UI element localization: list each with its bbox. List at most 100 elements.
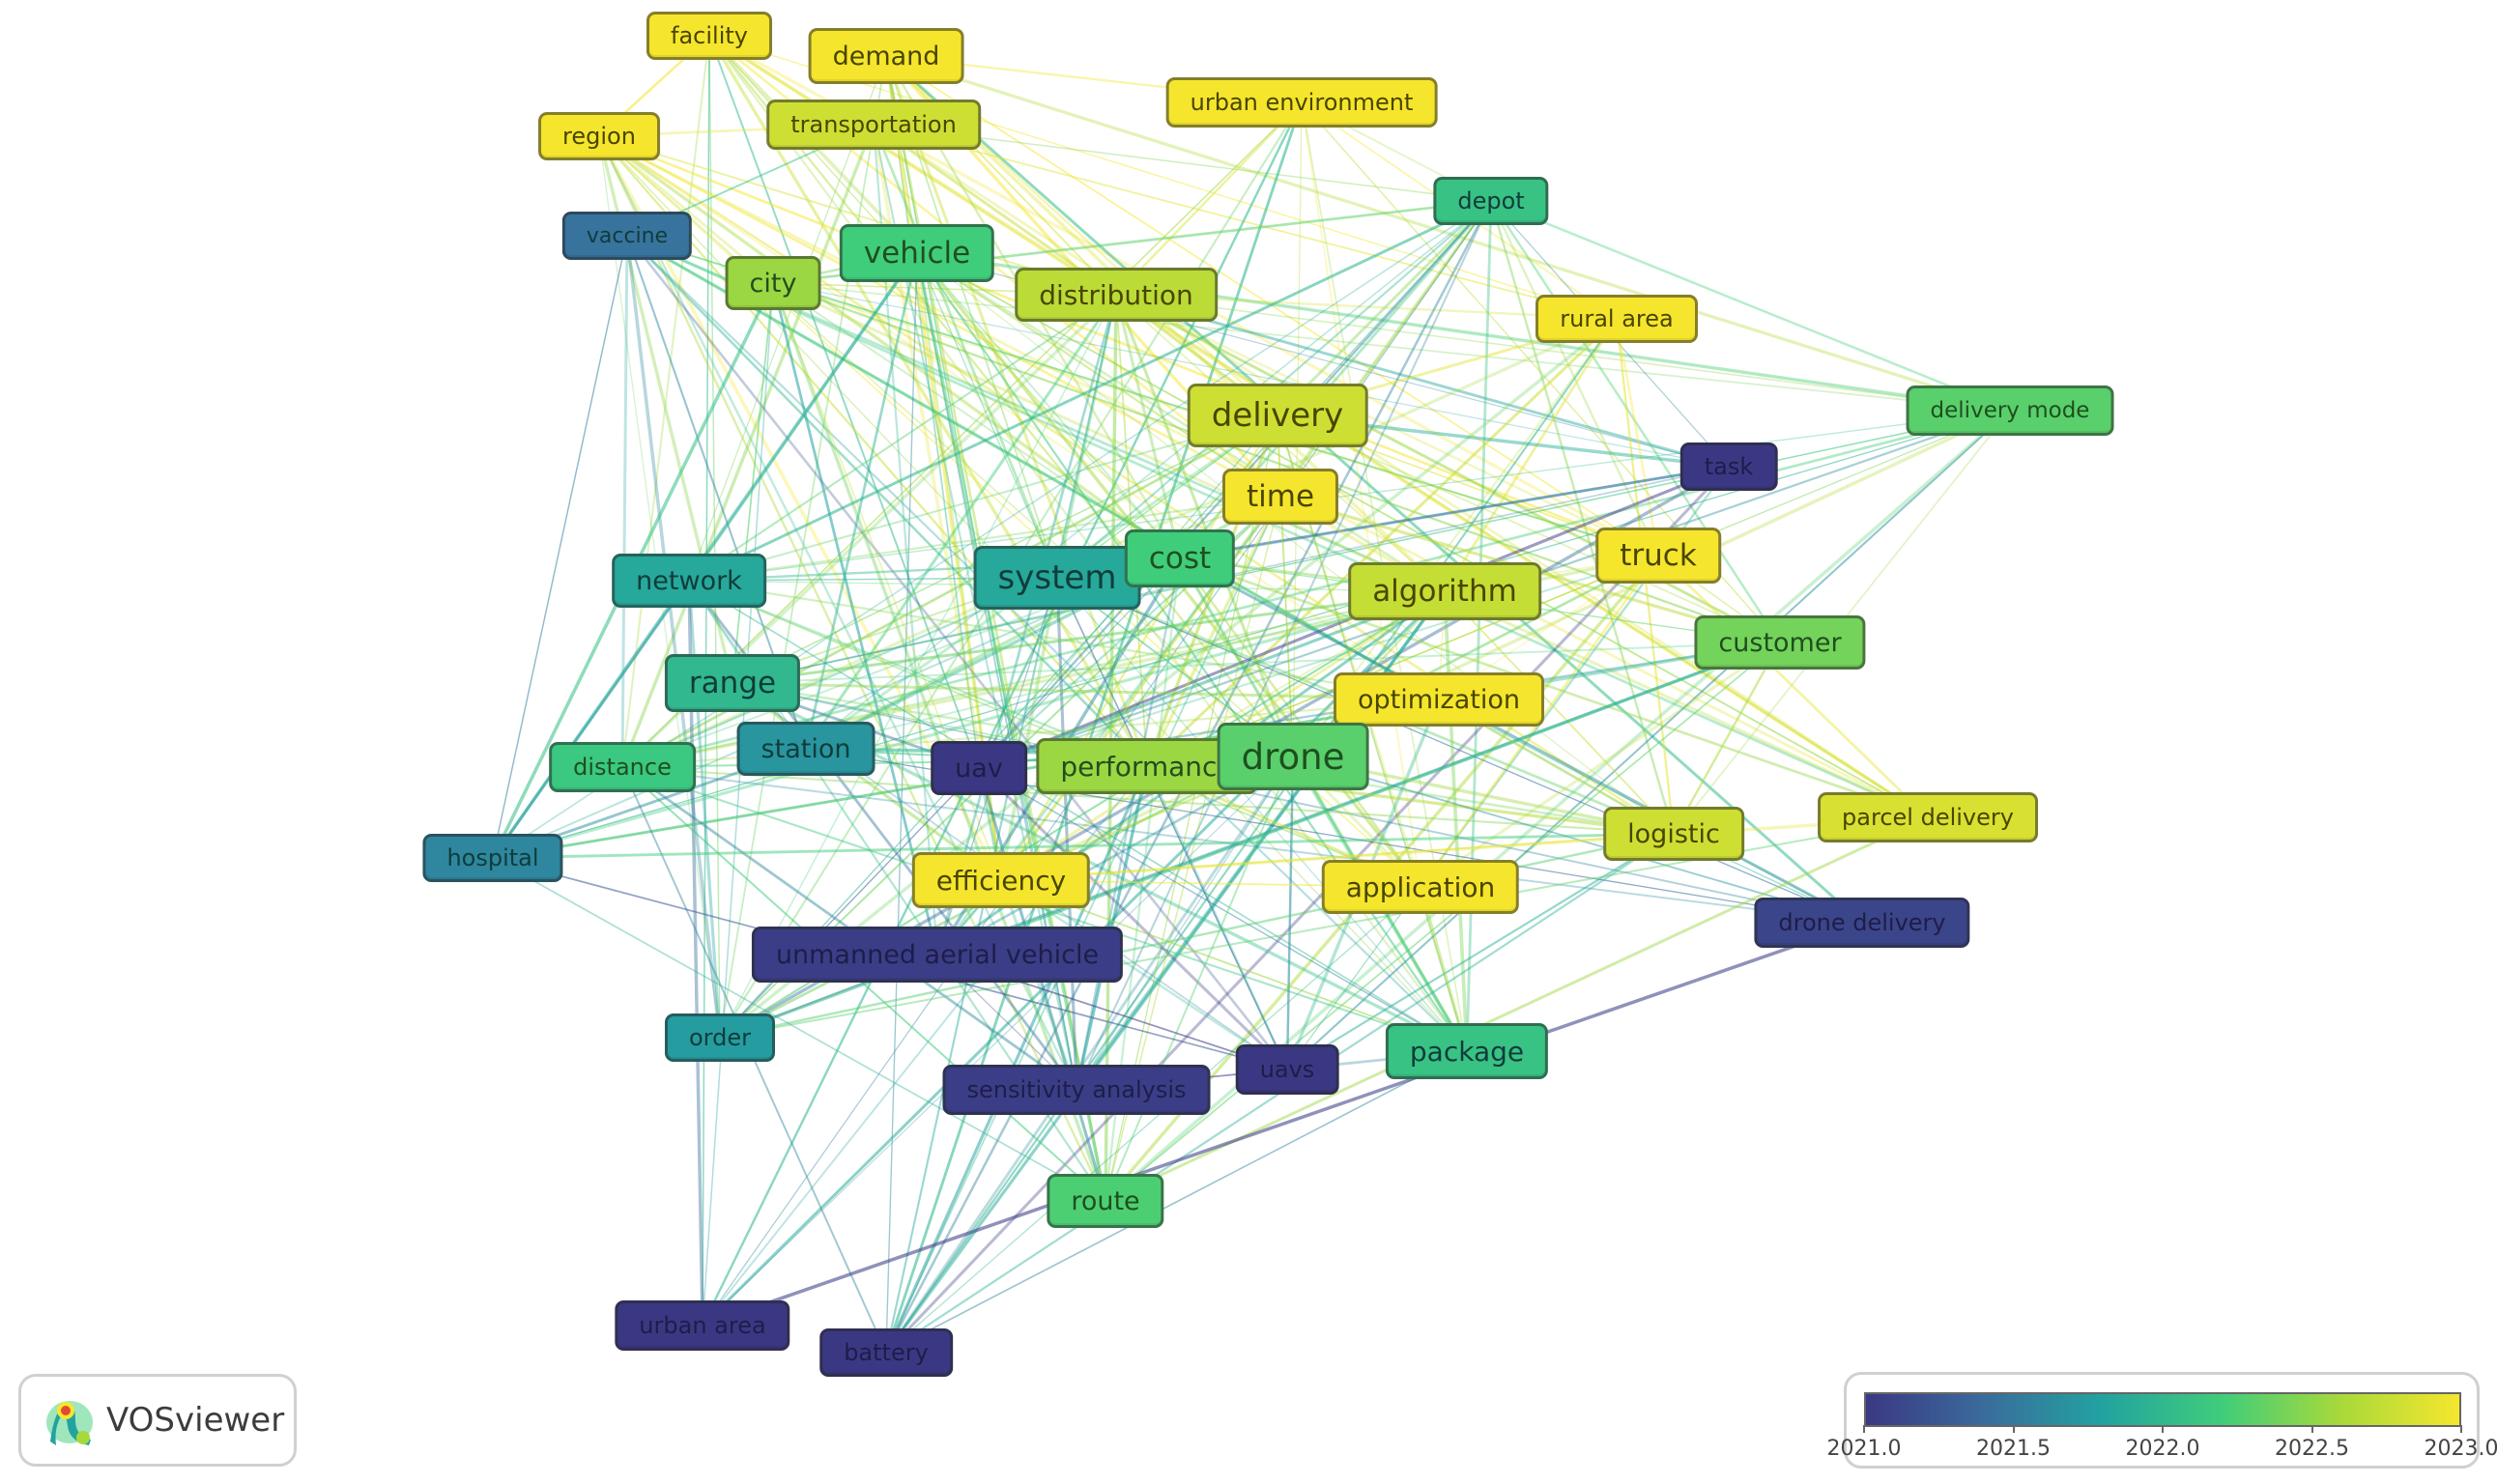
node-distribution[interactable]: distribution [1015, 268, 1218, 322]
color-scale-bar [1864, 1392, 2461, 1427]
node-label: sensitivity analysis [966, 1076, 1187, 1103]
edge [885, 318, 1618, 1354]
node-efficiency[interactable]: efficiency [911, 852, 1091, 908]
node-order[interactable]: order [665, 1013, 775, 1062]
color-scale-tick [2310, 1425, 2313, 1433]
edge [708, 35, 980, 769]
edge [885, 496, 1281, 1354]
node-transportation[interactable]: transportation [766, 100, 981, 150]
node-label: facility [671, 22, 748, 49]
edge [1443, 318, 1619, 592]
edge [719, 200, 1492, 1039]
node-sensitivity-analysis[interactable]: sensitivity analysis [942, 1065, 1211, 1115]
node-depot[interactable]: depot [1433, 177, 1549, 225]
node-delivery[interactable]: delivery [1187, 384, 1368, 447]
node-region[interactable]: region [538, 112, 660, 160]
edge [621, 766, 1106, 1202]
edge [885, 252, 918, 1354]
edge [1000, 815, 1929, 882]
edge [1055, 577, 1078, 1091]
node-logistic[interactable]: logistic [1603, 807, 1744, 861]
edge [1000, 879, 1468, 1052]
node-label: rural area [1560, 305, 1674, 332]
edge [884, 55, 1149, 767]
node-battery[interactable]: battery [819, 1328, 953, 1377]
node-label: battery [844, 1339, 929, 1366]
node-station[interactable]: station [736, 722, 875, 776]
node-hospital[interactable]: hospital [422, 834, 563, 882]
edge [1489, 200, 1676, 835]
color-scale-tick [2012, 1425, 2015, 1433]
node-unmanned-aerial-vehicle[interactable]: unmanned aerial vehicle [751, 927, 1124, 983]
edge [719, 55, 887, 1039]
node-customer[interactable]: customer [1694, 615, 1866, 670]
node-task[interactable]: task [1679, 442, 1778, 491]
node-label: urban environment [1190, 89, 1414, 116]
node-network[interactable]: network [612, 554, 766, 608]
edge [492, 235, 628, 859]
node-label: network [636, 565, 742, 596]
color-scale-tick-label: 2022.5 [2275, 1437, 2349, 1461]
node-algorithm[interactable]: algorithm [1348, 562, 1541, 620]
edge [772, 281, 1929, 819]
edge [621, 765, 1675, 836]
edge [885, 54, 2011, 413]
edge [1115, 293, 1730, 469]
node-distance[interactable]: distance [549, 742, 696, 792]
edge [732, 682, 1863, 924]
node-label: distance [573, 754, 672, 781]
edge [492, 589, 1446, 860]
edge [1301, 101, 1421, 888]
node-route[interactable]: route [1047, 1174, 1164, 1228]
node-delivery-mode[interactable]: delivery mode [1906, 385, 2114, 436]
edge [688, 495, 1281, 583]
edge [1114, 294, 1182, 559]
node-city[interactable]: city [725, 256, 821, 310]
node-urban-area[interactable]: urban area [615, 1300, 790, 1351]
edge [916, 252, 1181, 559]
edge [999, 879, 1078, 1091]
node-label: transportation [790, 111, 957, 138]
edge [1105, 642, 1781, 1202]
node-optimization[interactable]: optimization [1334, 672, 1544, 727]
node-application[interactable]: application [1321, 860, 1520, 914]
edge [978, 767, 1468, 1052]
edge [1000, 409, 2011, 882]
node-label: system [997, 558, 1117, 597]
node-demand[interactable]: demand [808, 28, 964, 84]
edge [884, 765, 1149, 1354]
node-drone-delivery[interactable]: drone delivery [1754, 898, 1970, 948]
node-label: uav [955, 753, 1003, 784]
node-label: cost [1148, 541, 1212, 576]
node-system[interactable]: system [973, 546, 1141, 610]
node-label: delivery [1211, 396, 1344, 435]
node-facility[interactable]: facility [646, 12, 772, 60]
edge [688, 579, 1148, 768]
color-scale-tick [1863, 1425, 1865, 1433]
edge [626, 234, 1440, 701]
node-rural-area[interactable]: rural area [1536, 295, 1698, 343]
node-uav[interactable]: uav [931, 741, 1027, 795]
color-scale-tick-label: 2021.0 [1826, 1437, 1902, 1461]
node-label: vaccine [586, 223, 669, 248]
node-cost[interactable]: cost [1124, 529, 1236, 587]
edge [719, 767, 980, 1039]
node-uavs[interactable]: uavs [1235, 1044, 1339, 1095]
node-urban-environment[interactable]: urban environment [1165, 77, 1438, 128]
vosviewer-logo: VOSviewer [18, 1374, 297, 1467]
node-parcel-delivery[interactable]: parcel delivery [1818, 792, 2038, 842]
node-range[interactable]: range [664, 654, 801, 712]
node-drone[interactable]: drone [1217, 723, 1369, 790]
edge [916, 251, 1446, 593]
node-truck[interactable]: truck [1595, 528, 1721, 584]
node-time[interactable]: time [1221, 469, 1339, 525]
node-vehicle[interactable]: vehicle [839, 224, 995, 282]
edge [626, 235, 1148, 767]
node-package[interactable]: package [1385, 1023, 1549, 1079]
edge [885, 55, 1117, 296]
edge [873, 123, 1117, 297]
node-label: drone [1241, 735, 1345, 778]
edge [885, 886, 1421, 1354]
node-vaccine[interactable]: vaccine [561, 212, 693, 260]
